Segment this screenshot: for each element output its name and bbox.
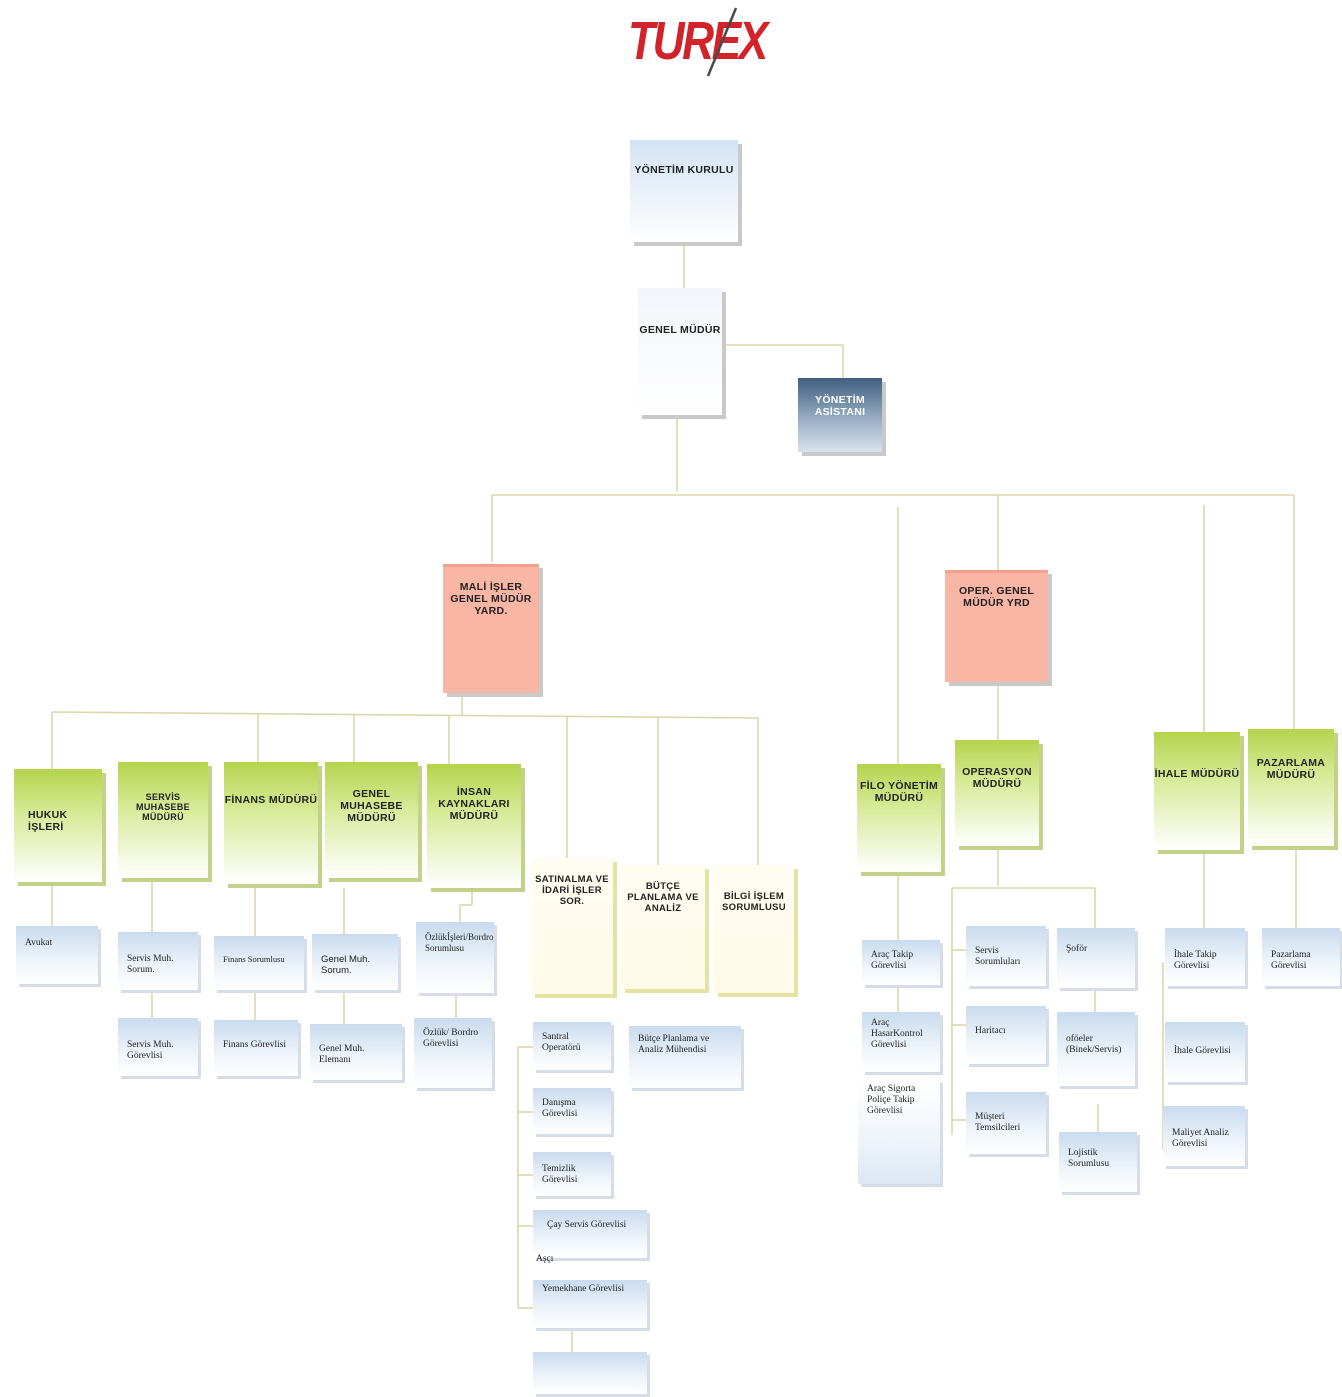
node-label: YÖNETİM ASİSTANI: [814, 394, 866, 418]
node-label: SATINALMA VE İDARİ İŞLER SOR.: [535, 874, 609, 907]
node-label: YÖNETİM KURULU: [634, 164, 734, 176]
leaf-soforler: oföeler (Binek/Servis): [1057, 1012, 1135, 1086]
leaf-empty-box: [533, 1352, 647, 1394]
node-label: PAZARLAMA MÜDÜRÜ: [1256, 757, 1326, 781]
leaf-haritaci: Haritacı: [966, 1006, 1046, 1064]
leaf-label: Bütçe Planlama ve Analiz Mühendisi: [638, 1034, 710, 1055]
node-mali-isler: MALİ İŞLER GENEL MÜDÜR YARD.: [443, 564, 539, 693]
node-genel-mudur: GENEL MÜDÜR: [638, 288, 722, 415]
leaf-label: Araç Sigorta Poliçe Takip Görevlisi: [867, 1084, 916, 1116]
node-label: GENEL MUHASEBE MÜDÜRÜ: [340, 788, 403, 824]
leaf-lojistik-sorumlusu: Lojistik Sorumlusu: [1059, 1132, 1137, 1192]
node-satinalma: SATINALMA VE İDARİ İŞLER SOR.: [531, 858, 613, 994]
node-bilgi-islem: BİLGİ İŞLEM SORUMLUSU: [714, 865, 794, 993]
leaf-santral-operatoru: Santral Operatörü: [533, 1022, 611, 1070]
leaf-label: Haritacı: [975, 1026, 1006, 1036]
node-label: FİNANS MÜDÜRÜ: [224, 794, 318, 806]
node-label: İNSAN KAYNAKLARI MÜDÜRÜ: [438, 786, 510, 822]
leaf-label: Yemekhane Görevlisi: [542, 1284, 625, 1294]
leaf-finans-sorumlusu: Finans Sorumlusu: [214, 936, 304, 990]
leaf-yemekhane-gorevlisi: Yemekhane Görevlisi: [533, 1280, 647, 1328]
node-label: OPER. GENEL MÜDÜR YRD: [958, 585, 1035, 609]
leaf-temizlik-gorevlisi: Temizlik Görevlisi: [533, 1152, 611, 1196]
leaf-label: Finans Görevlisi: [223, 1040, 287, 1050]
node-hukuk-isleri: HUKUK İŞLERİ: [14, 769, 102, 882]
leaf-label: Temizlik Görevlisi: [542, 1164, 578, 1185]
node-yonetim-kurulu: YÖNETİM KURULU: [630, 140, 738, 242]
leaf-label: oföeler (Binek/Servis): [1066, 1034, 1122, 1055]
node-filo-yonetim: FİLO YÖNETİM MÜDÜRÜ: [857, 764, 941, 872]
leaf-asci: Aşçı: [536, 1254, 554, 1264]
leaf-genel-muh-sorum: Genel Muh. Sorum.: [312, 934, 398, 990]
node-label: BÜTÇE PLANLAMA VE ANALİZ: [627, 881, 699, 914]
leaf-label: Santral Operatörü: [542, 1032, 581, 1053]
leaf-cay-servis-gorevlisi: Çay Servis Görevlisi: [533, 1210, 647, 1258]
leaf-label: İhale Takip Görevlisi: [1174, 950, 1217, 971]
node-oper-genel: OPER. GENEL MÜDÜR YRD: [945, 570, 1048, 682]
leaf-label: Servis Muh. Sorum.: [127, 954, 174, 975]
leaf-avukat: Avukat: [16, 926, 98, 984]
leaf-label: Maliyet Analiz Görevlisi: [1172, 1128, 1229, 1149]
leaf-label: Genel Muh. Elemanı: [319, 1044, 365, 1065]
node-finans-muduru: FİNANS MÜDÜRÜ: [224, 762, 318, 884]
leaf-musteri-temsilcileri: Müşteri Temsilcileri: [966, 1092, 1046, 1154]
leaf-label: Servis Muh. Görevlisi: [127, 1040, 174, 1061]
leaf-label: Finans Sorumlusu: [223, 954, 285, 964]
node-genel-muhasebe: GENEL MUHASEBE MÜDÜRÜ: [325, 762, 418, 878]
leaf-label: Müşteri Temsilcileri: [975, 1112, 1021, 1133]
leaf-maliyet-analiz-gorevlisi: Maliyet Analiz Görevlisi: [1163, 1106, 1245, 1166]
node-butce: BÜTÇE PLANLAMA VE ANALİZ: [621, 865, 705, 989]
leaf-label: Avukat: [25, 938, 53, 948]
leaf-ozluk-bordro-sorumlusu: Özlükİşleri/Bordro Sorumlusu: [416, 922, 494, 993]
logo-text: TUREX: [628, 11, 768, 71]
leaf-label: Genel Muh. Sorum.: [321, 954, 371, 976]
leaf-ozluk-bordro-gorevlisi: Özlük/ Bordro Görevlisi: [414, 1018, 492, 1088]
leaf-label: Özlük/ Bordro Görevlisi: [423, 1028, 479, 1049]
leaf-genel-muh-elemani: Genel Muh. Elemanı: [310, 1024, 402, 1080]
leaf-label: Araç Takip Görevlisi: [871, 950, 914, 971]
node-label: OPERASYON MÜDÜRÜ: [962, 766, 1032, 790]
leaf-label: Lojistik Sorumlusu: [1068, 1148, 1110, 1169]
leaf-label: İhale Görevlisi: [1174, 1046, 1231, 1056]
node-servis-muhasebe: SERVİS MUHASEBE MÜDÜRÜ: [118, 762, 208, 878]
leaf-servis-sorumlulari: Servis Sorumluları: [966, 926, 1046, 986]
node-label: İHALE MÜDÜRÜ: [1154, 768, 1240, 780]
leaf-label: Özlükİşleri/Bordro Sorumlusu: [425, 932, 494, 953]
leaf-ihale-takip-gorevlisi: İhale Takip Görevlisi: [1165, 928, 1245, 986]
node-operasyon: OPERASYON MÜDÜRÜ: [955, 740, 1039, 846]
logo-slash-icon: [706, 7, 738, 77]
leaf-label: Çay Servis Görevlisi: [547, 1220, 627, 1230]
leaf-arac-hasar-kontrol: Araç HasarKontrol Görevlisi: [862, 1012, 940, 1072]
leaf-label: Araç HasarKontrol Görevlisi: [871, 1018, 923, 1050]
node-label: MALİ İŞLER GENEL MÜDÜR YARD.: [450, 581, 532, 617]
leaf-label: Pazarlama Görevlisi: [1271, 950, 1311, 971]
leaf-butce-muhendisi: Bütçe Planlama ve Analiz Mühendisi: [629, 1026, 741, 1088]
node-pazarlama: PAZARLAMA MÜDÜRÜ: [1248, 729, 1334, 846]
node-label: FİLO YÖNETİM MÜDÜRÜ: [859, 780, 939, 804]
leaf-label: Danışma Görevlisi: [542, 1098, 578, 1119]
leaf-pazarlama-gorevlisi: Pazarlama Görevlisi: [1262, 928, 1340, 986]
leaf-label: Şoför: [1066, 944, 1088, 954]
node-ihale: İHALE MÜDÜRÜ: [1154, 732, 1240, 850]
leaf-finans-gorevlisi: Finans Görevlisi: [214, 1020, 298, 1076]
leaf-label: Servis Sorumluları: [975, 946, 1021, 967]
turex-logo: TUREX: [628, 6, 768, 78]
leaf-arac-sigorta-police: Araç Sigorta Poliçe Takip Görevlisi: [858, 1080, 940, 1184]
leaf-arac-takip-gorevlisi: Araç Takip Görevlisi: [862, 940, 940, 985]
node-insan-kaynaklari: İNSAN KAYNAKLARI MÜDÜRÜ: [427, 764, 521, 888]
node-label: BİLGİ İŞLEM SORUMLUSU: [722, 891, 786, 913]
leaf-sofor: Şoför: [1057, 928, 1135, 988]
node-label: SERVİS MUHASEBE MÜDÜRÜ: [136, 792, 190, 822]
node-label: GENEL MÜDÜR: [639, 324, 721, 336]
node-label: HUKUK İŞLERİ: [28, 809, 68, 833]
leaf-danisma-gorevlisi: Danışma Görevlisi: [533, 1088, 611, 1134]
node-yonetim-asistani: YÖNETİM ASİSTANI: [798, 378, 882, 452]
leaf-servis-muh-gorevlisi: Servis Muh. Görevlisi: [118, 1018, 198, 1076]
leaf-ihale-gorevlisi: İhale Görevlisi: [1165, 1022, 1245, 1082]
leaf-servis-muh-sorum: Servis Muh. Sorum.: [118, 932, 198, 990]
